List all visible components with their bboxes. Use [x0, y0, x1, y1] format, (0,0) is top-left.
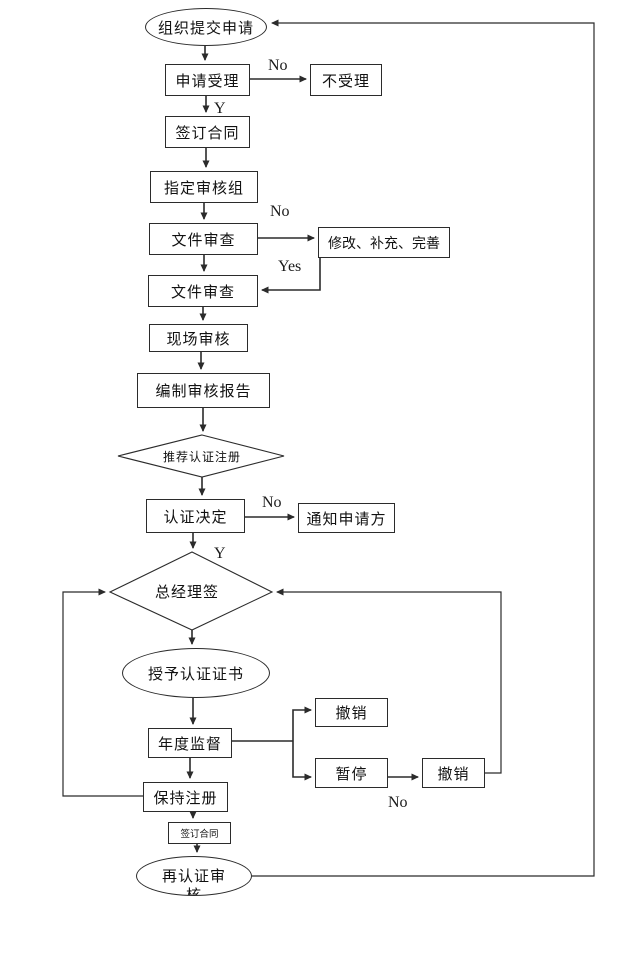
node-revoke-2-label: 撤销	[437, 765, 470, 783]
feedback-loops	[62, 19, 595, 877]
node-modify-label: 修改、补充、完善	[328, 234, 440, 251]
node-decision-label: 认证决定	[163, 508, 228, 526]
node-doc-review-1: 文件审查	[149, 223, 258, 255]
node-gm-sign: 总经理签	[106, 580, 268, 602]
node-doc-review-2: 文件审查	[148, 275, 258, 307]
node-modify: 修改、补充、完善	[318, 227, 450, 258]
node-sign-contract-2: 签订合同	[168, 822, 231, 844]
node-audit-team-label: 指定审核组	[163, 179, 244, 197]
node-recert-label: 再认证审	[161, 868, 226, 885]
edge-label-accept-yes: Y	[214, 100, 226, 117]
node-grant-cert-label: 授予认证证书	[147, 665, 244, 683]
node-revoke-1-label: 撤销	[335, 705, 368, 722]
edge-label-decision-yes: Y	[214, 545, 226, 562]
edge-label-doc-no: No	[270, 203, 290, 220]
node-audit-report: 编制审核报告	[137, 373, 270, 408]
node-keep-registration-label: 保持注册	[153, 789, 218, 807]
node-notify-label: 通知申请方	[306, 510, 387, 528]
node-sign-contract-2-label: 签订合同	[180, 829, 219, 840]
node-onsite-audit-label: 现场审核	[166, 330, 231, 348]
node-revoke-1: 撤销	[315, 698, 388, 727]
node-sign-contract-label: 签订合同	[175, 124, 240, 142]
node-accept-label: 申请受理	[175, 72, 240, 90]
edge-label-accept-no: No	[268, 57, 288, 74]
node-revoke-2: 撤销	[422, 758, 485, 788]
node-audit-team: 指定审核组	[150, 171, 258, 203]
node-keep-registration: 保持注册	[143, 782, 228, 812]
node-doc-review-2-label: 文件审查	[170, 283, 235, 301]
node-doc-review-1-label: 文件审查	[171, 231, 236, 249]
node-recommend: 推荐认证注册	[118, 446, 286, 466]
edge-label-doc-yes: Yes	[278, 258, 302, 275]
node-suspend: 暂停	[315, 758, 388, 788]
flow-arrows	[186, 46, 419, 853]
node-annual-watch-label: 年度监督	[157, 735, 222, 753]
node-accept: 申请受理	[165, 64, 250, 96]
node-grant-cert: 授予认证证书	[122, 648, 270, 698]
node-suspend-label: 暂停	[335, 765, 368, 783]
node-start-label: 组织提交申请	[157, 19, 254, 37]
node-sign-contract: 签订合同	[165, 116, 250, 148]
edge-label-decision-no: No	[262, 494, 282, 511]
node-notify: 通知申请方	[298, 503, 395, 533]
node-decision: 认证决定	[146, 499, 245, 533]
node-reject-label: 不受理	[321, 72, 370, 90]
node-recommend-label: 推荐认证注册	[162, 449, 241, 464]
node-annual-watch: 年度监督	[148, 728, 232, 758]
edge-label-suspend-no: No	[388, 794, 408, 811]
node-recert-label-line2: 核	[185, 887, 202, 896]
node-reject: 不受理	[310, 64, 382, 96]
node-recert: 再认证审 核	[136, 856, 252, 896]
node-audit-report-label: 编制审核报告	[155, 383, 252, 400]
node-gm-sign-label: 总经理签	[154, 583, 219, 601]
node-onsite-audit: 现场审核	[149, 324, 248, 352]
node-start: 组织提交申请	[145, 8, 267, 46]
